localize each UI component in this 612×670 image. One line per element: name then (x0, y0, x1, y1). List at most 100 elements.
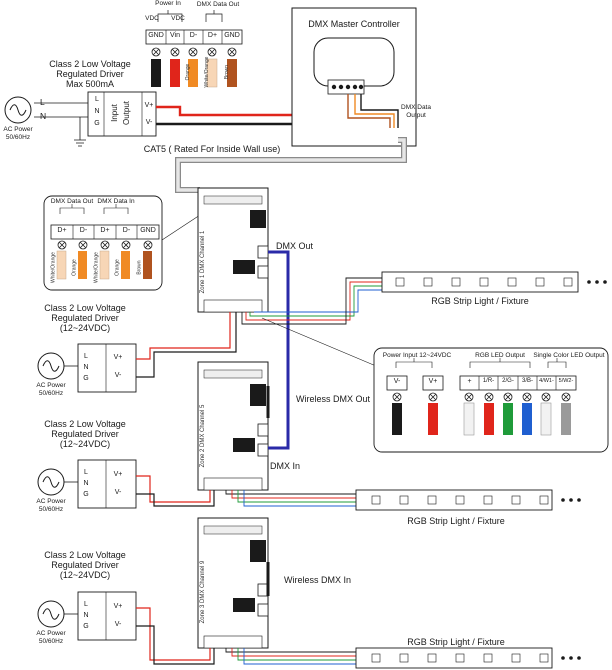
detail-dmx-data-out: DMX Data Out (50, 198, 94, 205)
decoder-2-zone-label: Zone 2 DMX Channel 5 (200, 404, 206, 468)
ac-top-label-2: 50/60Hz (5, 134, 31, 141)
dmx-in-label: DMX In (270, 461, 301, 471)
ac-1-label-1: AC Power (36, 382, 66, 389)
output-pin-3b: 3/B- (521, 378, 533, 384)
driver-2-out-vplus: V+ (113, 471, 123, 478)
output-pin-4w1: 4/W1- (539, 378, 554, 384)
master-data-out-2: Output (406, 112, 426, 119)
strip-2-wires (225, 490, 356, 507)
driver-3-in-n: N (83, 612, 89, 619)
output-pin-plus: + (467, 378, 472, 385)
master-title: DMX Master Controller (308, 19, 400, 29)
driver-1-in-l: L (84, 353, 88, 360)
top-driver-in-g: G (94, 120, 100, 127)
dmx-data-out-top-label: DMX Data Out (196, 1, 240, 8)
top-driver-in-n: N (94, 108, 100, 115)
output-pin-5w2: 5/W2- (558, 378, 574, 384)
driver-2-title-2: Regulated Driver (51, 429, 119, 439)
vdc-vin-label: VDC (171, 15, 185, 22)
detail-wire-label-3: White/Orange (93, 252, 100, 283)
ac-top-n-label: N (40, 111, 47, 121)
output-pin-2g: 2/G- (502, 378, 514, 384)
driver-2-title-3: (12~24VDC) (59, 439, 111, 449)
top-driver-title-1: Class 2 Low Voltage (49, 59, 131, 69)
strip-3-wires (225, 648, 356, 665)
output-power-input-label: Power Input 12~24VDC (382, 352, 452, 359)
detail-pin-1: D+ (57, 227, 67, 234)
top-pin-gnd-2: GND (224, 32, 240, 39)
detail-pin-4: D- (122, 227, 131, 234)
brown-wire (227, 59, 237, 87)
driver-3-out-vplus: V+ (113, 603, 123, 610)
top-driver-out-vplus: V+ (144, 102, 154, 109)
detail-pin-5: GND (140, 227, 156, 234)
wireless-dmx-in-label: Wireless DMX In (284, 575, 352, 585)
driver-3-title-2: Regulated Driver (51, 560, 119, 570)
ac-1-label-2: 50/60Hz (38, 390, 64, 397)
output-rgb-label: RGB LED Output (475, 352, 525, 359)
ac-2-label-2: 50/60Hz (38, 506, 64, 513)
driver-3-in-l: L (84, 601, 88, 608)
vdc-gnd-label: VDC (145, 15, 159, 22)
decoder-zone-1 (197, 187, 269, 313)
driver-3-in-g: G (83, 623, 89, 630)
top-terminal-block (145, 10, 243, 88)
output-pin-1r: 1/R- (482, 378, 495, 384)
driver-1 (37, 312, 237, 393)
master-data-out-1: DMX Data (401, 104, 431, 111)
dmx-master-controller (291, 7, 417, 147)
driver-3-title-1: Class 2 Low Voltage (44, 550, 126, 560)
strip-3 (355, 647, 581, 669)
ac-3-label-2: 50/60Hz (38, 638, 64, 645)
output-connector-detail (261, 317, 609, 453)
decoder-zone-3 (197, 517, 270, 649)
detail-wire-label-2: Orange (71, 259, 78, 276)
driver-1-title-3: (12~24VDC) (59, 323, 111, 333)
detail-pin-2: D- (79, 227, 88, 234)
dmx-connector-detail (43, 195, 201, 291)
gnd-wire (151, 59, 161, 87)
driver-3-out-vminus: V- (114, 621, 122, 628)
top-driver-title-2: Regulated Driver (56, 69, 124, 79)
decoder-1-zone-label: Zone 1 DMX Channel 1 (200, 230, 206, 294)
wireless-dmx-out-label: Wireless DMX Out (296, 394, 371, 404)
top-ac-power-source (4, 96, 88, 147)
top-pin-d-plus: D+ (207, 32, 218, 39)
top-driver-output-label: Output (122, 101, 131, 126)
output-single-color-label: Single Color LED Output (533, 352, 605, 359)
top-driver-input-label: Input (110, 104, 119, 122)
power-in-label: Power In (155, 0, 181, 7)
driver-3-title-3: (12~24VDC) (59, 570, 111, 580)
driver-2 (37, 459, 215, 509)
ac-top-l-label: L (40, 97, 45, 107)
output-pin-vplus: V+ (428, 378, 438, 385)
driver-1-title-2: Regulated Driver (51, 313, 119, 323)
top-driver-title-3: Max 500mA (65, 79, 115, 89)
strip-2-label: RGB Strip Light / Fixture (407, 516, 505, 526)
ac-2-label-1: AC Power (36, 498, 66, 505)
dmx-link-cable (268, 250, 290, 450)
detail-pin-3: D+ (100, 227, 110, 234)
white-orange-wire (206, 58, 218, 88)
driver-2-out-vminus: V- (114, 489, 122, 496)
driver-2-in-n: N (83, 480, 89, 487)
orange-wire (188, 59, 198, 87)
top-wire-brown-label: Brown (224, 64, 230, 80)
strip-1 (381, 271, 607, 293)
vin-wire (170, 59, 180, 87)
strip-3-label: RGB Strip Light / Fixture (407, 637, 505, 647)
ac-top-label-1: AC Power (3, 126, 33, 133)
detail-wire-label-4: Orange (114, 259, 121, 276)
driver-1-out-vminus: V- (114, 372, 122, 379)
top-wire-orange-label: Orange (185, 63, 191, 81)
driver-1-in-n: N (83, 364, 89, 371)
decoder-3-zone-label: Zone 3 DMX Channel 9 (200, 560, 206, 624)
top-pin-vin: Vin (170, 32, 180, 39)
driver-1-out-vplus: V+ (113, 354, 123, 361)
dmx-out-label: DMX Out (276, 241, 314, 251)
driver-1-in-g: G (83, 375, 89, 382)
decoder-zone-2 (197, 361, 270, 491)
detail-wire-label-1: White/Orange (50, 252, 57, 283)
driver-2-title-1: Class 2 Low Voltage (44, 419, 126, 429)
